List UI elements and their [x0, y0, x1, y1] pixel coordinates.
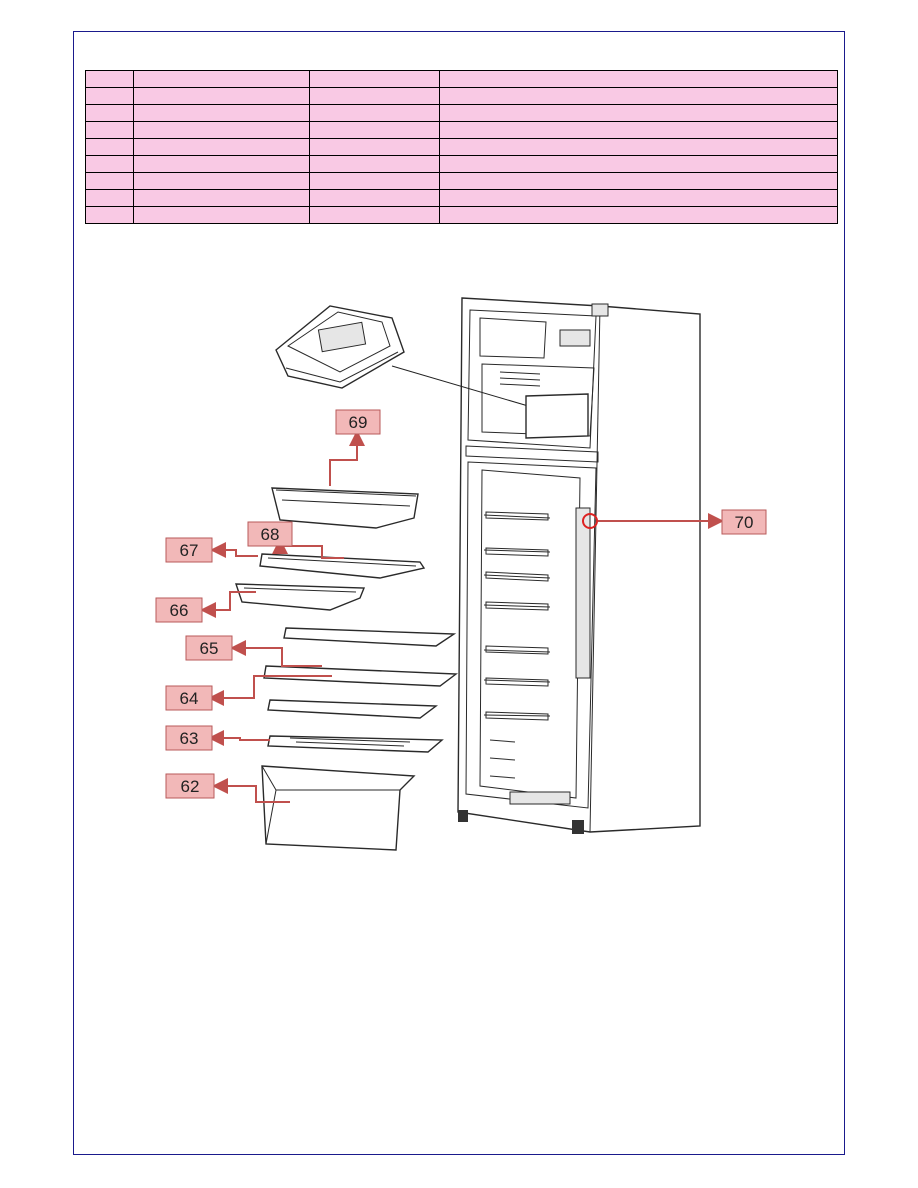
table-cell — [133, 87, 310, 105]
table-cell — [133, 206, 310, 224]
table-row — [85, 121, 838, 139]
glass-shelf — [267, 699, 439, 719]
glass-shelf-65 — [283, 627, 457, 647]
table-row — [85, 206, 838, 224]
callout-63: 63 — [165, 725, 213, 751]
table-row — [85, 155, 838, 173]
table-cell — [85, 138, 134, 156]
svg-text:65: 65 — [200, 639, 219, 658]
callout-62: 62 — [165, 773, 215, 799]
callout-64: 64 — [165, 685, 213, 711]
table-row — [85, 70, 838, 88]
svg-text:66: 66 — [170, 601, 189, 620]
ice-tray-assembly — [275, 305, 589, 439]
table-cell — [309, 206, 440, 224]
table-cell — [309, 70, 440, 88]
table-cell — [133, 155, 310, 173]
callout-65: 65 — [185, 635, 233, 661]
table-cell — [85, 70, 134, 88]
svg-text:68: 68 — [261, 525, 280, 544]
svg-text:63: 63 — [180, 729, 199, 748]
table-row — [85, 87, 838, 105]
table-cell — [133, 121, 310, 139]
table-cell — [133, 189, 310, 207]
crisper-cover-63 — [267, 735, 444, 753]
table-row — [85, 138, 838, 156]
shelf-67 — [259, 553, 426, 579]
refrigerator-cabinet — [457, 297, 701, 834]
crisper-tray-66 — [235, 583, 366, 611]
table-row — [85, 172, 838, 190]
table-cell — [309, 172, 440, 190]
callout-67: 67 — [165, 537, 213, 563]
table-cell — [439, 70, 838, 88]
svg-text:67: 67 — [180, 541, 199, 560]
callout-70: 70 — [721, 509, 767, 535]
table-cell — [439, 138, 838, 156]
table-cell — [309, 87, 440, 105]
glass-shelf-64 — [263, 665, 458, 687]
table-cell — [439, 121, 838, 139]
callout-69: 69 — [335, 409, 381, 435]
svg-text:69: 69 — [349, 413, 368, 432]
table-cell — [133, 172, 310, 190]
table-cell — [85, 87, 134, 105]
table-cell — [85, 155, 134, 173]
callout-68: 68 — [247, 521, 293, 547]
crisper-drawer-62 — [261, 765, 416, 851]
page-frame — [73, 31, 845, 1155]
table-cell — [309, 121, 440, 139]
svg-text:64: 64 — [180, 689, 199, 708]
svg-text:62: 62 — [181, 777, 200, 796]
table-cell — [439, 206, 838, 224]
door-bin-69 — [271, 487, 419, 529]
table-cell — [85, 206, 134, 224]
svg-text:70: 70 — [735, 513, 754, 532]
table-cell — [439, 172, 838, 190]
parts-table — [85, 70, 838, 224]
table-cell — [439, 155, 838, 173]
callout-66: 66 — [155, 597, 203, 623]
table-cell — [439, 104, 838, 122]
